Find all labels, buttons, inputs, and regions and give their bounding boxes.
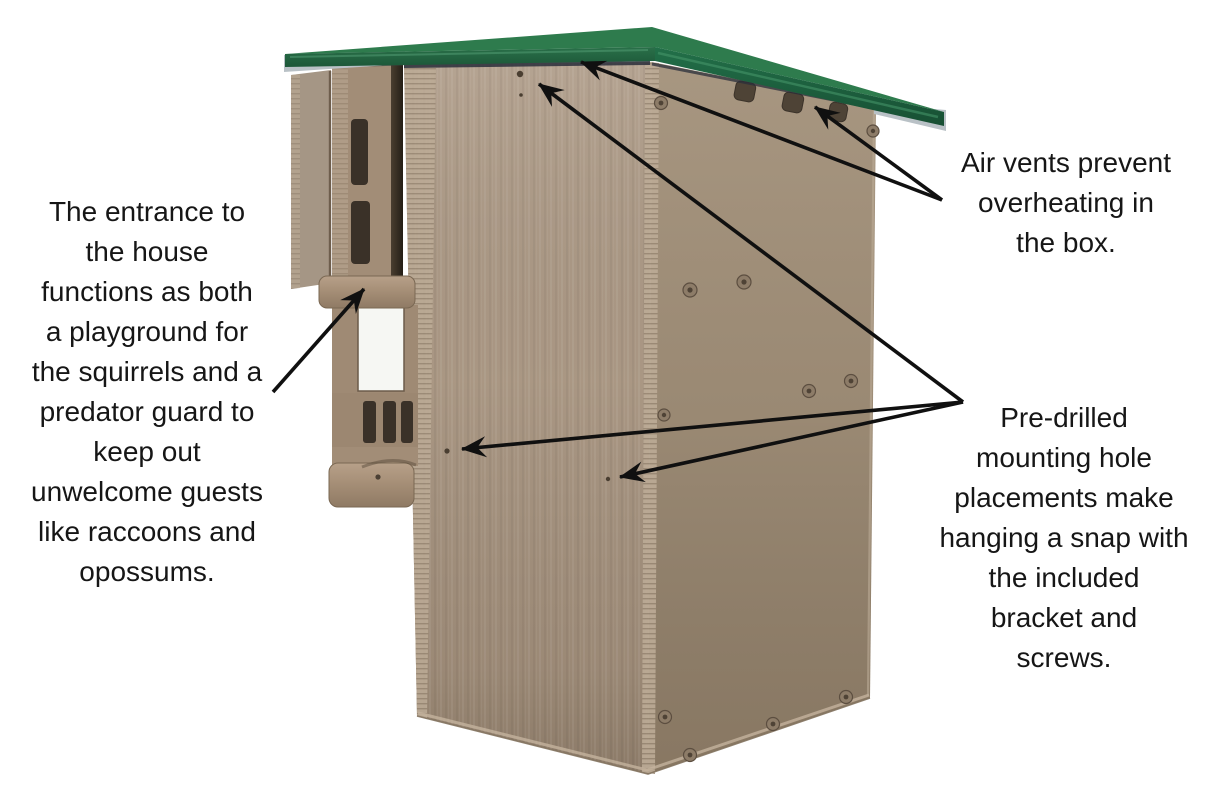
callout-line: The entrance to	[48, 196, 246, 227]
entrance-slot	[383, 401, 396, 443]
front-panel-grain	[404, 62, 652, 774]
side-panel-shading	[648, 62, 876, 774]
entrance-top-rail	[318, 275, 416, 309]
screw	[843, 373, 859, 389]
roof-edge-highlight	[657, 51, 939, 119]
callout-line: the house	[85, 236, 209, 267]
callout-line: keep out	[93, 436, 201, 467]
roof-top	[285, 27, 944, 112]
entrance-slot	[363, 401, 376, 443]
callout-line: mounting hole	[976, 442, 1152, 473]
arrow-entrance	[271, 287, 366, 394]
entrance-slot	[351, 119, 368, 185]
screw	[657, 709, 673, 725]
callout-line: the included	[988, 562, 1140, 593]
callout-line: opossums.	[79, 556, 215, 587]
callout-entrance: The entrance to the house functions as b…	[2, 192, 292, 592]
mounting-hole	[519, 93, 523, 97]
front-left-ribbed-edge	[404, 64, 436, 719]
mounting-hole	[516, 70, 524, 78]
callout-line: screws.	[1016, 642, 1112, 673]
callout-line: the box.	[1016, 227, 1116, 258]
screw	[657, 408, 671, 422]
arrow-mounting-hole-mid	[618, 400, 964, 483]
screw	[765, 716, 781, 732]
callout-mounting-holes: Pre-drilled mounting hole placements mak…	[914, 398, 1214, 678]
corner-ridge	[642, 62, 659, 774]
callout-line: bracket and	[990, 602, 1138, 633]
entrance-slot	[351, 201, 370, 264]
house-body	[404, 62, 876, 775]
screw	[838, 689, 854, 705]
roof-edge-highlight	[289, 49, 649, 58]
mounting-hole	[444, 448, 450, 454]
rail-hole	[375, 474, 381, 480]
screw	[682, 282, 698, 298]
arrow-air-vent-side	[813, 105, 944, 202]
entrance-tower	[291, 62, 418, 508]
callout-line: the squirrels and a	[31, 356, 263, 387]
screws	[653, 95, 880, 763]
roof-shadow-line	[403, 61, 651, 68]
entrance-gap	[391, 62, 403, 309]
callout-line: hanging a snap with	[939, 522, 1189, 553]
callout-line: like raccoons and	[38, 516, 256, 547]
callout-line: Air vents prevent	[960, 147, 1172, 178]
callout-line: placements make	[954, 482, 1174, 513]
entrance-side-plank	[291, 70, 331, 289]
entrance-slot	[401, 401, 413, 443]
callout-line: Pre-drilled	[1000, 402, 1128, 433]
arrow-mounting-hole-top	[537, 82, 965, 404]
entrance-bottom-rail	[328, 462, 415, 508]
callout-line: overheating in	[978, 187, 1154, 218]
callout-air-vents: Air vents prevent overheating in the box…	[926, 143, 1206, 263]
arrow-air-vent-front	[580, 60, 943, 202]
screw	[653, 95, 669, 111]
callout-arrows	[271, 60, 965, 483]
right-edge-bevel	[866, 109, 876, 697]
mounting-holes	[444, 70, 611, 482]
callout-line: unwelcome guests	[31, 476, 263, 507]
mounting-hole	[605, 476, 611, 482]
bottom-edge	[416, 697, 871, 775]
entrance-window	[357, 306, 405, 392]
screw	[736, 274, 752, 290]
screw	[866, 124, 880, 138]
callout-line: functions as both	[41, 276, 253, 307]
callout-line: a playground for	[45, 316, 249, 347]
arrow-mounting-hole-left	[460, 400, 964, 458]
screw	[682, 747, 698, 763]
bottom-bevel	[417, 693, 870, 772]
entrance-side-plank-ribs	[291, 74, 300, 289]
entrance-front-plank-ribs	[332, 64, 348, 311]
roof	[284, 27, 946, 131]
entrance-chute-shadow	[361, 459, 417, 469]
callout-line: predator guard to	[39, 396, 255, 427]
screw	[801, 383, 817, 399]
